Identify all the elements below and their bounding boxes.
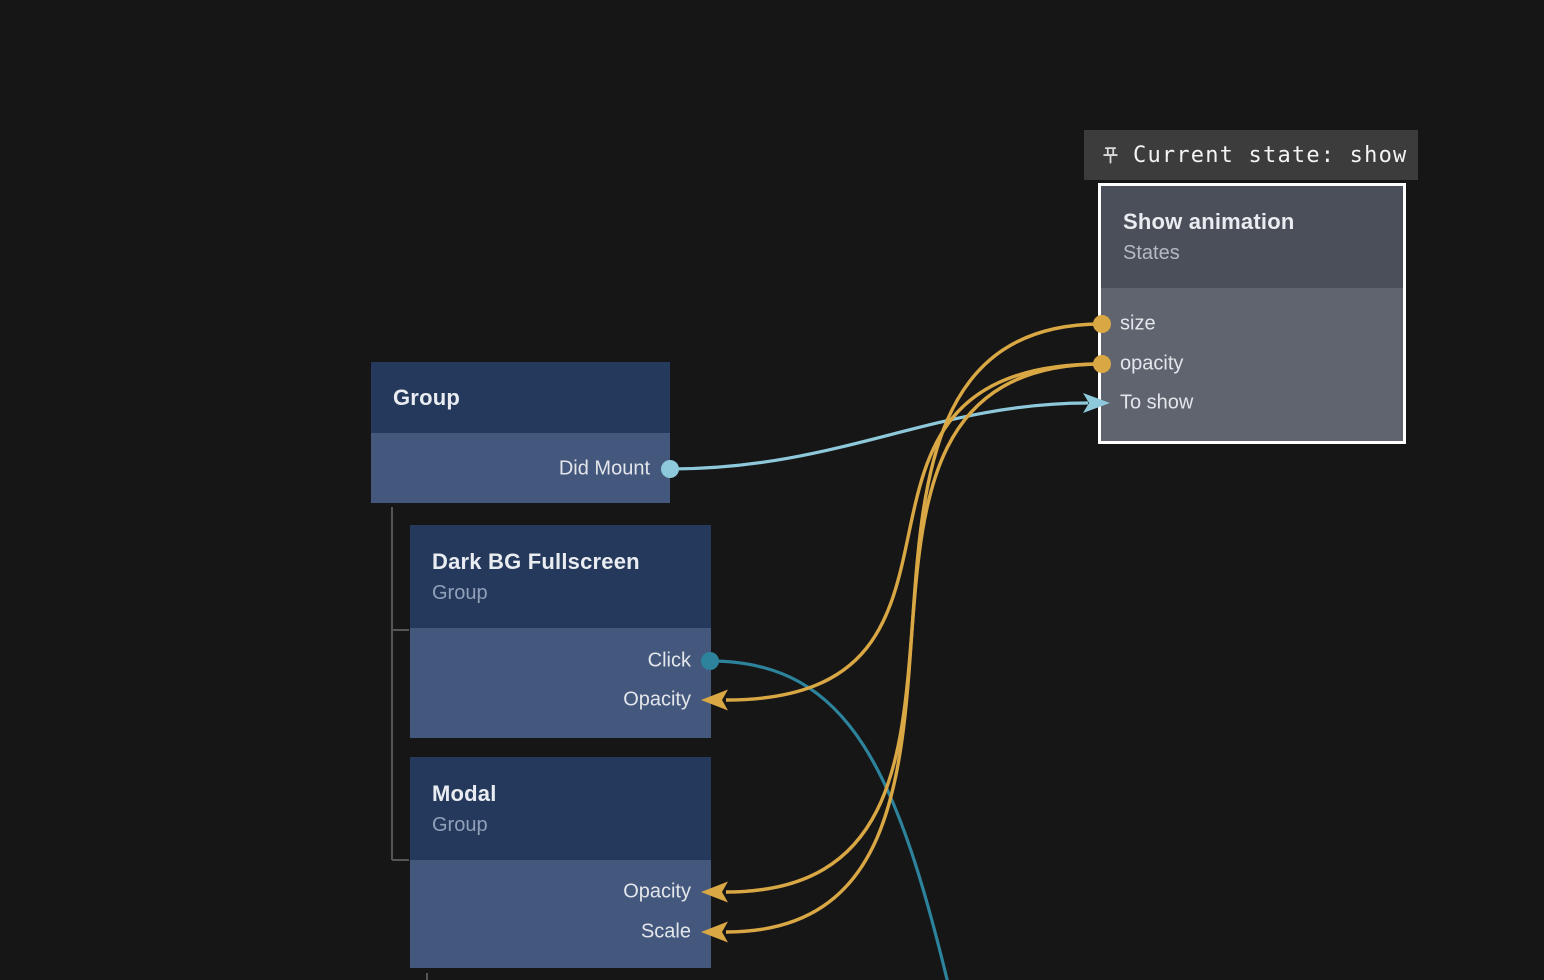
port-did-mount[interactable]: Did Mount bbox=[558, 457, 650, 480]
wire-size-modal-scale[interactable] bbox=[725, 322, 1103, 934]
node-modal[interactable]: Modal Group Opacity Scale bbox=[410, 757, 711, 968]
node-group[interactable]: Group Did Mount bbox=[371, 362, 670, 503]
node-title: Show animation bbox=[1123, 209, 1295, 234]
node-dark-bg-header: Dark BG Fullscreen Group bbox=[410, 525, 711, 628]
node-subtitle: Group bbox=[432, 813, 488, 836]
node-subtitle: Group bbox=[432, 581, 488, 604]
pinned-state-bar[interactable]: Current state: show bbox=[1084, 130, 1418, 180]
port-opacity-modal[interactable]: Opacity bbox=[623, 880, 691, 903]
port-to-show[interactable]: To show bbox=[1120, 391, 1194, 414]
node-title: Modal bbox=[432, 780, 497, 806]
wire-click-offscreen[interactable] bbox=[709, 659, 952, 980]
node-show-animation[interactable]: Show animation States size opacity To sh… bbox=[1098, 183, 1406, 444]
node-show-animation-header: Show animation States bbox=[1101, 186, 1403, 288]
node-modal-header: Modal Group bbox=[410, 757, 711, 860]
port-opacity[interactable]: opacity bbox=[1120, 352, 1184, 375]
wire-opacity-darkbg-opacity[interactable] bbox=[725, 362, 1103, 702]
port-opacity-darkbg[interactable]: Opacity bbox=[623, 688, 691, 711]
hierarchy-tree-line bbox=[391, 507, 409, 861]
wire-opacity-modal-opacity[interactable] bbox=[725, 362, 1103, 894]
pinned-state-label: Current state: show bbox=[1133, 142, 1408, 168]
port-scale[interactable]: Scale bbox=[640, 920, 691, 943]
node-show-animation-body: size opacity To show bbox=[1101, 288, 1403, 441]
node-dark-bg-fullscreen[interactable]: Dark BG Fullscreen Group Click Opacity bbox=[410, 525, 711, 738]
node-modal-body: Opacity Scale bbox=[410, 860, 711, 968]
wire-didmount-toshow[interactable] bbox=[669, 401, 1089, 471]
node-title: Dark BG Fullscreen bbox=[432, 548, 640, 574]
node-group-header: Group bbox=[371, 362, 670, 433]
pin-icon bbox=[1103, 146, 1118, 164]
node-title: Group bbox=[393, 384, 460, 410]
node-dark-bg-body: Click Opacity bbox=[410, 628, 711, 738]
port-size[interactable]: size bbox=[1120, 312, 1156, 335]
node-subtitle: States bbox=[1123, 242, 1180, 264]
port-click[interactable]: Click bbox=[647, 649, 691, 672]
node-group-body: Did Mount bbox=[371, 433, 670, 503]
